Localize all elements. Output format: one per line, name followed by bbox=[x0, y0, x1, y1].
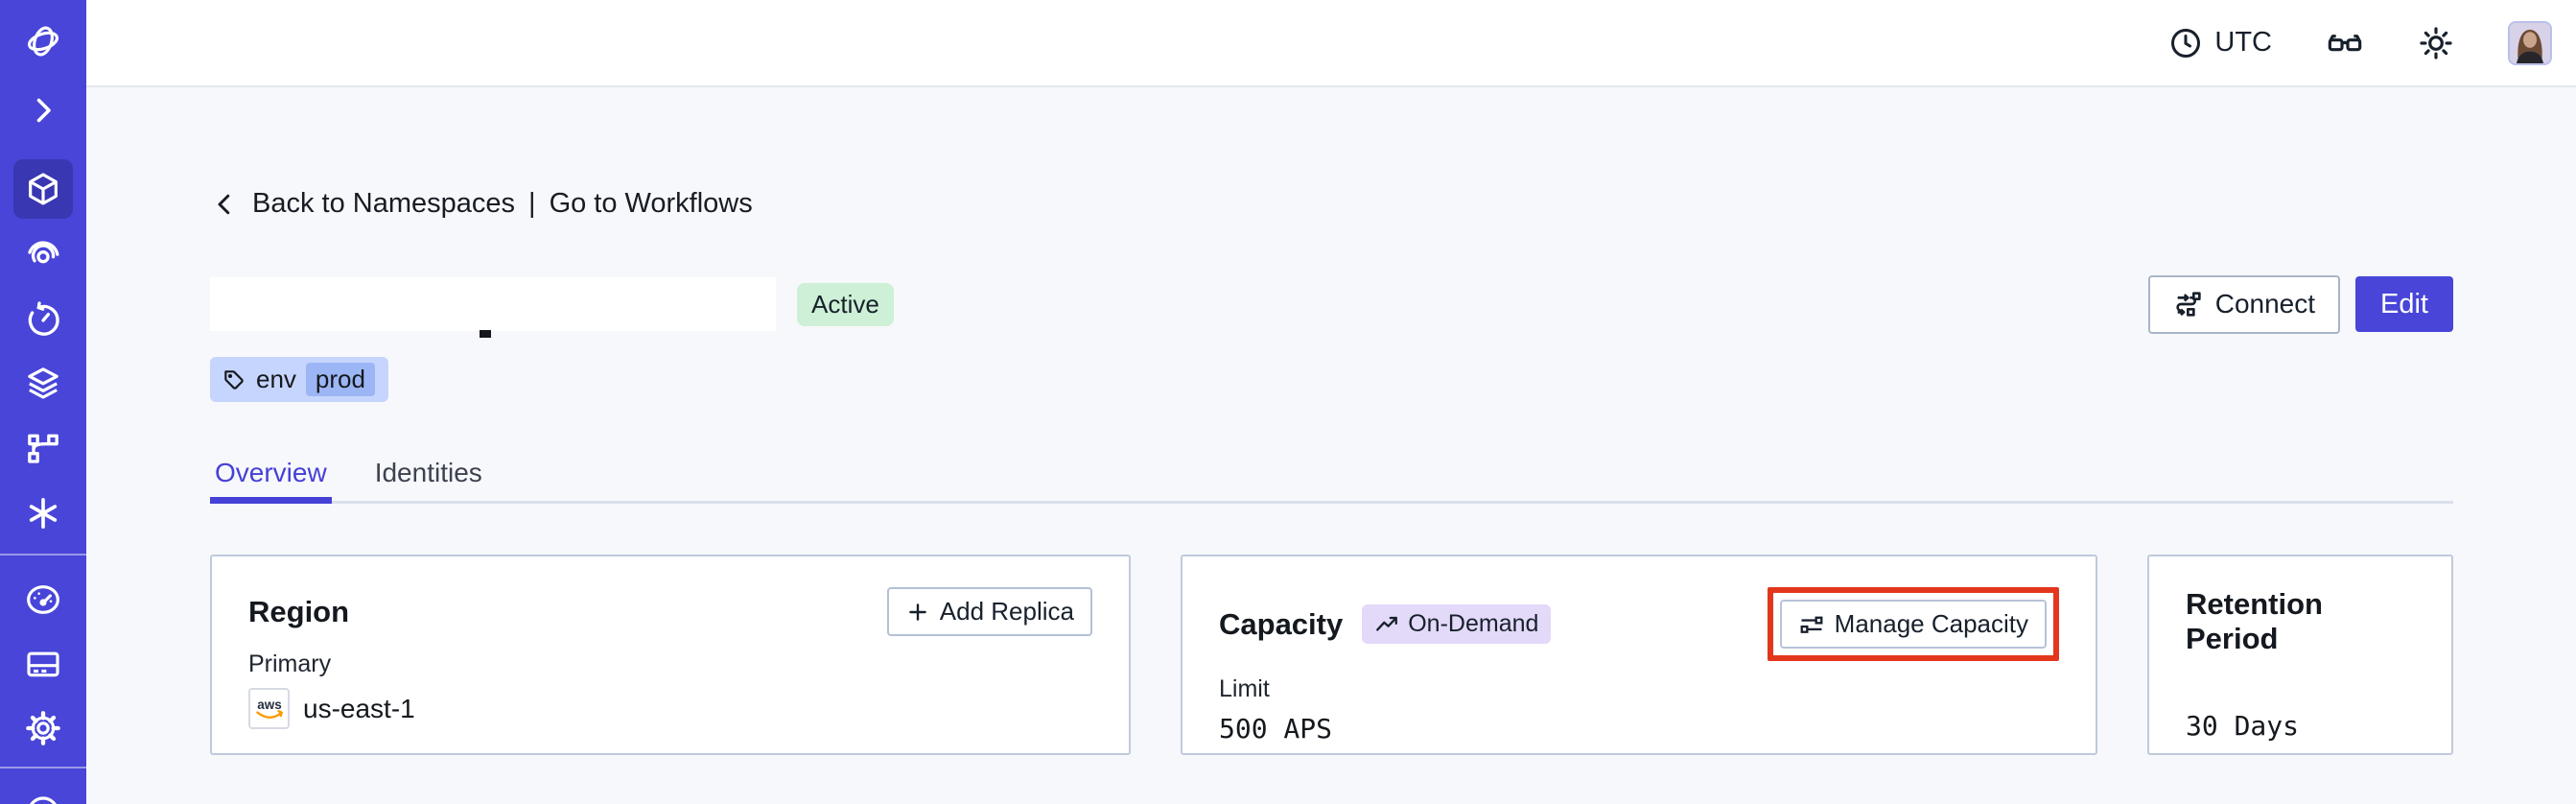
retention-card-title: Retention Period bbox=[2186, 587, 2323, 655]
topbar: UTC bbox=[86, 0, 2576, 87]
redaction-text-fragment bbox=[480, 330, 491, 338]
tab-overview[interactable]: Overview bbox=[210, 458, 332, 504]
sidebar-item-namespaces[interactable] bbox=[13, 159, 73, 219]
sidebar-item-workflows[interactable] bbox=[13, 225, 73, 285]
connect-flow-icon bbox=[2176, 292, 2201, 317]
connect-button-label: Connect bbox=[2214, 289, 2316, 319]
go-to-workflows-link[interactable]: Go to Workflows bbox=[549, 188, 753, 219]
breadcrumb-separator: | bbox=[528, 188, 536, 219]
sidebar-divider bbox=[0, 767, 86, 769]
user-avatar[interactable] bbox=[2508, 20, 2552, 65]
sidebar-item-deployments[interactable] bbox=[13, 353, 73, 413]
sidebar bbox=[0, 0, 86, 804]
billing-card-icon bbox=[27, 651, 59, 677]
connect-button[interactable]: Connect bbox=[2147, 274, 2341, 334]
support-circle-icon bbox=[30, 796, 57, 804]
status-badge: Active bbox=[797, 282, 894, 326]
region-card: Region Add Replica Primary aws bbox=[210, 555, 1131, 755]
labs-glasses-icon[interactable] bbox=[2326, 24, 2364, 62]
limit-label: Limit bbox=[1219, 675, 1270, 702]
sidebar-item-nexus[interactable] bbox=[13, 484, 73, 543]
back-to-namespaces-link[interactable]: Back to Namespaces bbox=[252, 188, 516, 219]
trending-up-icon bbox=[1376, 616, 1398, 631]
sidebar-item-settings[interactable] bbox=[13, 698, 73, 758]
workflows-spiral-icon bbox=[28, 241, 59, 264]
timezone-label: UTC bbox=[2214, 27, 2272, 58]
usage-gauge-icon bbox=[27, 585, 59, 614]
on-demand-label: On-Demand bbox=[1408, 610, 1539, 637]
namespace-tag-chip[interactable]: env prod bbox=[210, 357, 388, 402]
sidebar-item-batch[interactable] bbox=[13, 417, 73, 477]
plus-icon bbox=[909, 603, 926, 621]
add-replica-button[interactable]: Add Replica bbox=[886, 587, 1092, 636]
sidebar-item-usage[interactable] bbox=[13, 570, 73, 629]
breadcrumb: Back to Namespaces | Go to Workflows bbox=[210, 188, 2453, 220]
manage-capacity-button[interactable]: Manage Capacity bbox=[1779, 600, 2047, 649]
tag-key: env bbox=[256, 365, 296, 393]
sidebar-expand-chevron-icon[interactable] bbox=[13, 81, 73, 140]
timezone-selector[interactable]: UTC bbox=[2168, 26, 2272, 60]
retention-card: Retention Period 30 Days bbox=[2147, 555, 2453, 755]
theme-sun-icon[interactable] bbox=[2418, 25, 2454, 61]
capacity-card: Capacity On-Demand bbox=[1181, 555, 2097, 755]
tab-identities[interactable]: Identities bbox=[374, 458, 482, 487]
tag-value: prod bbox=[305, 363, 375, 396]
tag-icon bbox=[224, 369, 244, 390]
retention-value: 30 Days bbox=[2186, 710, 2300, 742]
edit-button[interactable]: Edit bbox=[2355, 276, 2453, 332]
branch-icon bbox=[28, 434, 59, 463]
region-card-title: Region bbox=[248, 594, 350, 628]
edit-button-label: Edit bbox=[2380, 288, 2428, 319]
schedules-clock-icon bbox=[28, 301, 59, 336]
sliders-icon bbox=[1800, 616, 1823, 633]
annotation-highlight-box: Manage Capacity bbox=[1767, 587, 2059, 661]
namespace-header-row: Active Connect Edit bbox=[210, 274, 2453, 338]
manage-capacity-label: Manage Capacity bbox=[1834, 609, 2028, 638]
on-demand-badge: On-Demand bbox=[1362, 604, 1552, 644]
chevron-left-icon[interactable] bbox=[210, 190, 239, 219]
temporal-logo[interactable] bbox=[13, 12, 73, 71]
sidebar-divider bbox=[0, 554, 86, 556]
clock-icon bbox=[2171, 28, 2201, 58]
layers-icon bbox=[28, 367, 59, 399]
tab-bar: Overview Identities bbox=[210, 458, 2453, 504]
settings-gear-icon bbox=[26, 711, 60, 745]
sidebar-item-support[interactable] bbox=[13, 783, 73, 804]
nexus-asterisk-icon bbox=[29, 498, 58, 529]
limit-value: 500 APS bbox=[1219, 713, 1333, 745]
main-content: Back to Namespaces | Go to Workflows Act… bbox=[86, 87, 2576, 804]
aws-logo: aws bbox=[248, 688, 290, 729]
namespaces-cube-icon bbox=[29, 173, 58, 205]
namespace-name-redacted bbox=[210, 277, 776, 338]
primary-label: Primary bbox=[248, 650, 332, 677]
sidebar-item-schedules[interactable] bbox=[13, 291, 73, 350]
region-value: us-east-1 bbox=[303, 693, 415, 723]
capacity-card-title: Capacity bbox=[1219, 606, 1344, 641]
add-replica-label: Add Replica bbox=[939, 597, 1074, 626]
aws-logo-text: aws bbox=[257, 698, 282, 712]
sidebar-item-billing[interactable] bbox=[13, 634, 73, 694]
